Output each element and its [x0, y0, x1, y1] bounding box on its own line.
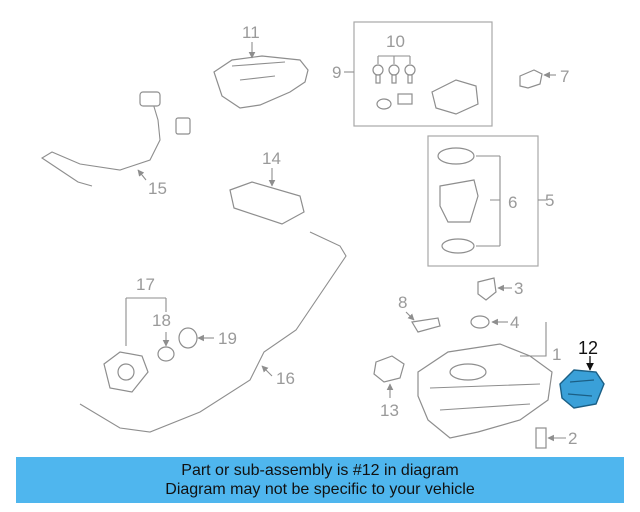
- part-4-grommet: [470, 315, 508, 329]
- callout-9: 9: [332, 63, 341, 82]
- callout-6: 6: [508, 193, 517, 212]
- banner-line-1: Part or sub-assembly is #12 in diagram: [181, 462, 459, 479]
- callout-7: 7: [560, 67, 569, 86]
- callout-15: 15: [148, 179, 167, 198]
- part-1-fuel-tank: [417, 343, 553, 439]
- leader-17: [125, 297, 167, 346]
- part-8-bracket: [405, 311, 441, 333]
- leader-6: [476, 155, 501, 247]
- box-9-10: [353, 21, 493, 127]
- callout-11: 11: [242, 23, 260, 42]
- part-18-seal: [157, 332, 175, 362]
- callout-17: 17: [136, 275, 155, 294]
- leader-1: [520, 322, 547, 357]
- part-15-hose: [40, 91, 191, 187]
- callout-4: 4: [510, 313, 519, 332]
- part-17-valve: [103, 351, 149, 393]
- parts-diagram: 11 9 10 7 15 14 16 17: [40, 21, 605, 449]
- callout-19: 19: [218, 329, 237, 348]
- part-13-switch: [373, 355, 405, 398]
- info-banner: Part or sub-assembly is #12 in diagram D…: [16, 457, 624, 503]
- callout-2: 2: [568, 429, 577, 448]
- part-2-bolt: [535, 427, 566, 449]
- part-3-valve: [477, 277, 512, 301]
- callout-16: 16: [276, 369, 295, 388]
- part-11-cover: [213, 42, 309, 109]
- callout-3: 3: [514, 279, 523, 298]
- callout-13: 13: [380, 401, 399, 420]
- callout-18: 18: [152, 311, 171, 330]
- callout-5: 5: [545, 191, 554, 210]
- callout-10: 10: [386, 32, 405, 51]
- callout-12: 12: [578, 338, 598, 358]
- box-5-6: [427, 135, 539, 267]
- part-12-highlighted: [559, 356, 605, 409]
- part-14-bracket: [229, 168, 305, 225]
- part-16-line: [79, 231, 347, 433]
- part-7-fitting: [519, 69, 556, 89]
- banner-line-2: Diagram may not be specific to your vehi…: [165, 481, 475, 498]
- callout-1: 1: [552, 345, 561, 364]
- callout-8: 8: [398, 293, 407, 312]
- part-10-fasteners: [372, 55, 416, 110]
- callout-14: 14: [262, 149, 281, 168]
- part-9-module: [431, 79, 479, 115]
- part-6-pump: [437, 147, 479, 254]
- part-19-clamp: [178, 327, 214, 349]
